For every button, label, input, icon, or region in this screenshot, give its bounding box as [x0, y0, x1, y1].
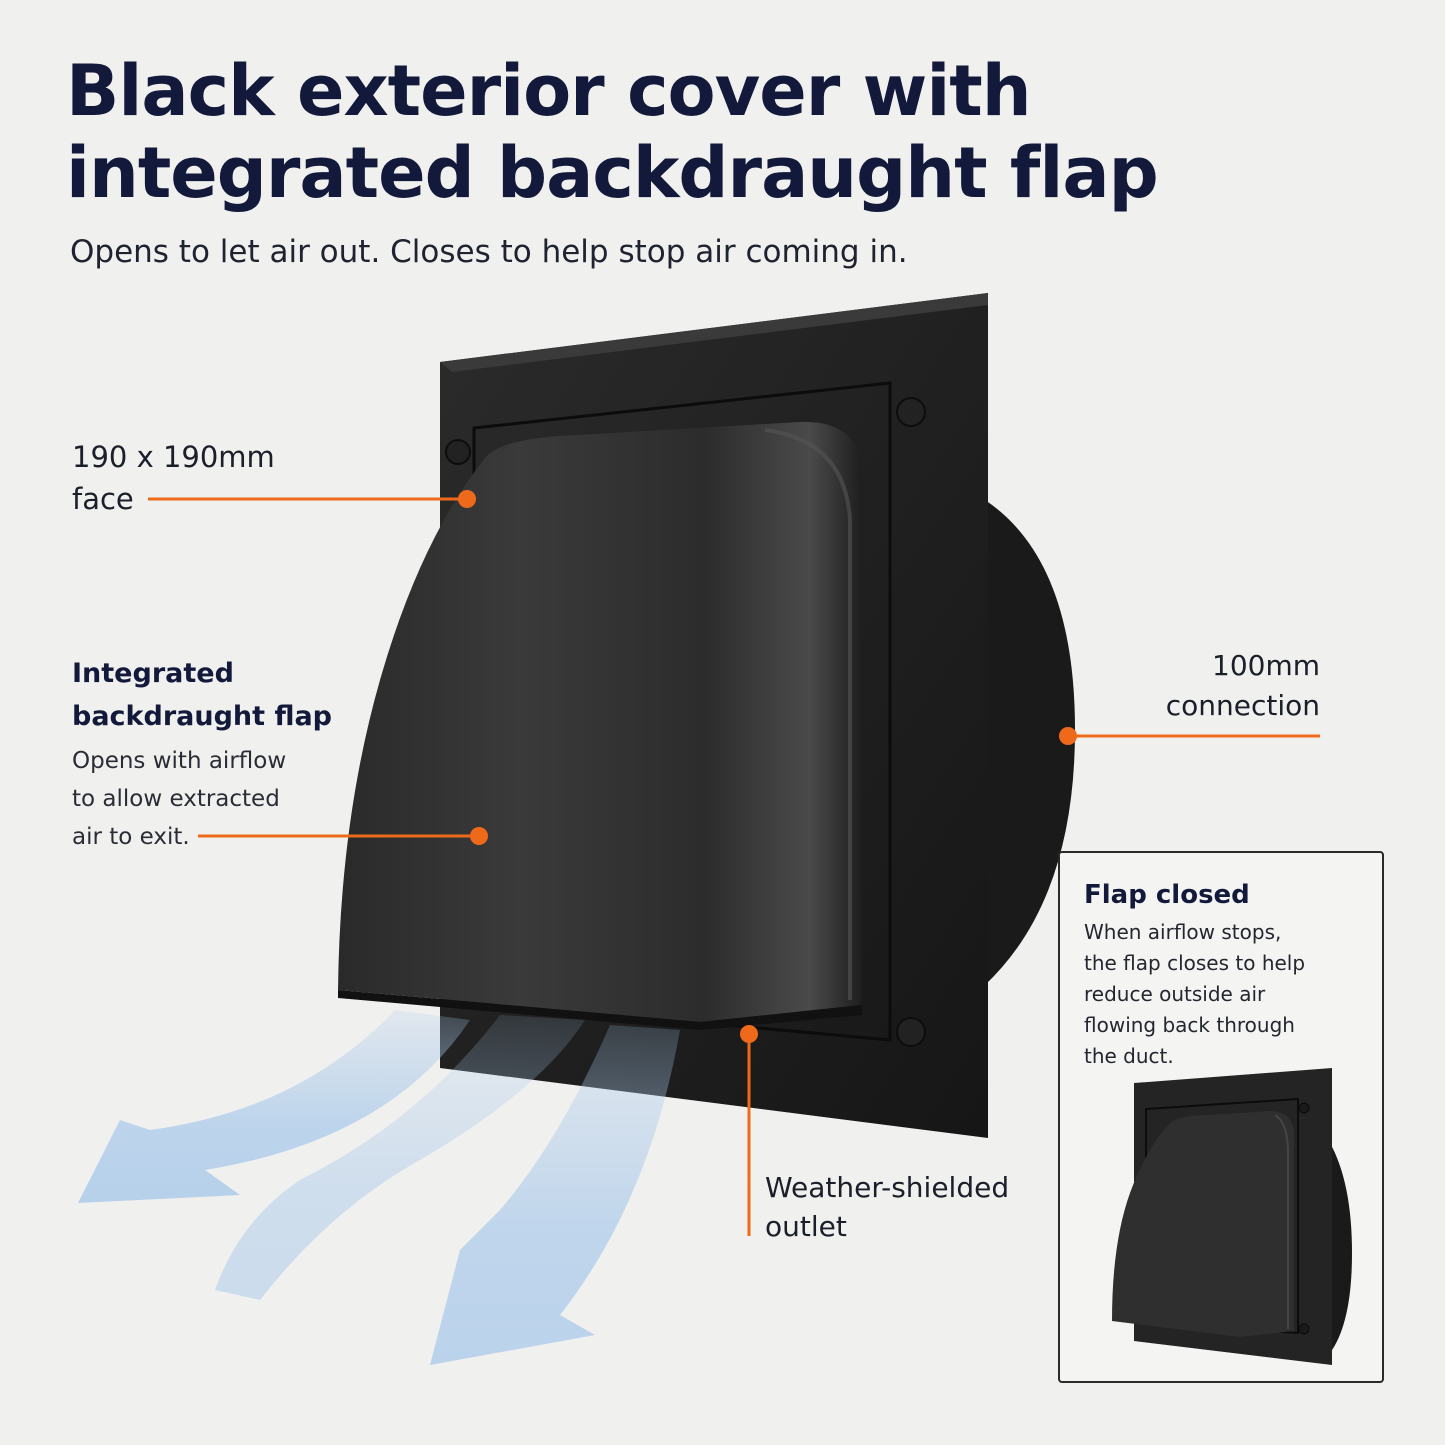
callout-flap-desc-1: Opens with airflow [72, 748, 287, 774]
airflow-arrow [430, 1025, 680, 1365]
callout-outlet-line-1: Weather-shielded [765, 1171, 1010, 1204]
leader-dot-connection [1059, 727, 1077, 745]
inset-description: When airflow stops, the flap closes to h… [1084, 917, 1374, 1072]
title-line-1: Black exterior cover with [66, 50, 1032, 132]
callout-flap-title-1: Integrated [72, 658, 234, 689]
inset-desc-line: the duct. [1084, 1044, 1174, 1068]
duct-spigot [985, 500, 1075, 985]
screw-hole [445, 439, 471, 465]
callout-face-line-1: 190 x 190mm [72, 440, 275, 474]
callout-connection-line-1: 100mm [1212, 649, 1320, 682]
callout-flap: Integrated backdraught flap Opens with a… [72, 652, 332, 856]
leader-dot-outlet [740, 1025, 758, 1043]
inset-flap-closed: Flap closed When airflow stops, the flap… [1058, 851, 1384, 1383]
callout-outlet-line-2: outlet [765, 1210, 847, 1243]
page-title: Black exterior cover with integrated bac… [66, 50, 1366, 214]
airflow-arrow [78, 1010, 470, 1203]
inset-desc-line: flowing back through [1084, 1013, 1295, 1037]
screw-hole [896, 1017, 926, 1047]
inset-title: Flap closed [1084, 880, 1250, 910]
screw-hole [896, 397, 926, 427]
callout-outlet: Weather-shielded outlet [765, 1168, 1009, 1246]
callout-flap-title-2: backdraught flap [72, 701, 333, 732]
leader-dot-face [458, 490, 476, 508]
callout-face-line-2: face [72, 482, 134, 516]
callout-flap-desc-3: air to exit. [72, 824, 190, 850]
inset-desc-line: When airflow stops, [1084, 920, 1282, 944]
callout-face-size: 190 x 190mm face [72, 436, 275, 520]
inset-desc-line: the flap closes to help [1084, 951, 1306, 975]
hood [338, 421, 862, 1022]
callout-connection-line-2: connection [1165, 689, 1320, 722]
title-line-2: integrated backdraught flap [66, 132, 1159, 214]
inset-desc-line: reduce outside air [1084, 982, 1266, 1006]
callout-flap-desc-2: to allow extracted [72, 786, 280, 812]
airflow-arrow [215, 1015, 585, 1300]
callout-connection: 100mm connection [1166, 646, 1320, 726]
leader-dot-flap [470, 827, 488, 845]
subtitle: Opens to let air out. Closes to help sto… [70, 234, 908, 270]
inset-vent-illustration [1112, 1068, 1352, 1365]
